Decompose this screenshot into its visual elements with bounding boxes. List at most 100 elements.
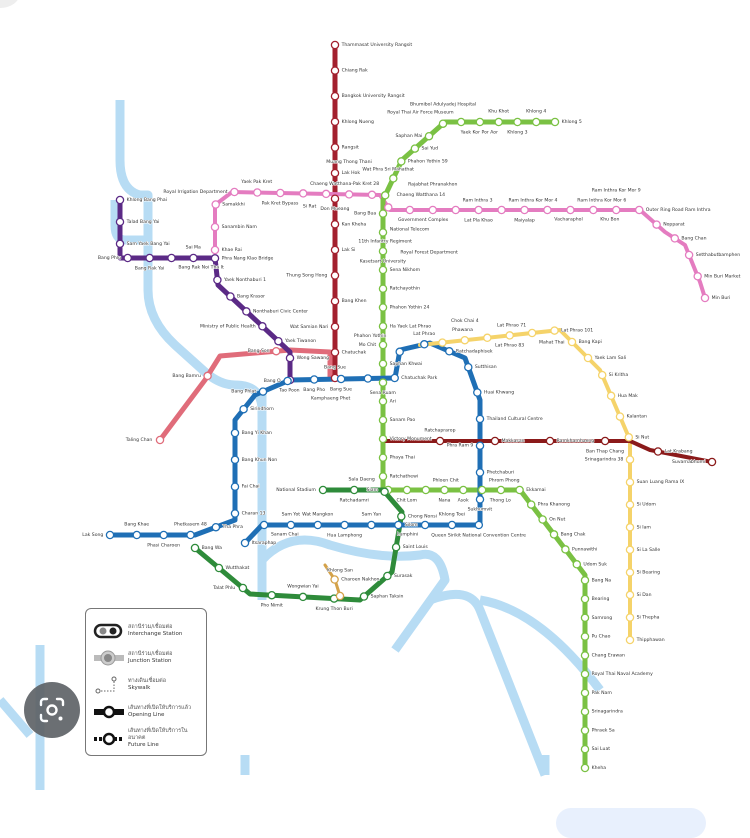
- station-marker[interactable]: [298, 592, 308, 602]
- station-marker[interactable]: [330, 348, 340, 357]
- station-marker[interactable]: [526, 500, 536, 509]
- station-marker[interactable]: [318, 485, 328, 495]
- station-marker[interactable]: [230, 428, 240, 438]
- station-marker[interactable]: [359, 592, 369, 601]
- station-marker[interactable]: [624, 433, 634, 442]
- station-marker[interactable]: [475, 495, 485, 504]
- station-marker[interactable]: [445, 347, 454, 356]
- station-marker[interactable]: [625, 523, 635, 532]
- station-marker[interactable]: [421, 485, 431, 495]
- station-marker[interactable]: [330, 168, 340, 178]
- station-marker[interactable]: [285, 353, 295, 363]
- station-marker[interactable]: [330, 575, 339, 584]
- station-marker[interactable]: [378, 359, 388, 369]
- station-marker[interactable]: [477, 485, 487, 495]
- station-marker[interactable]: [580, 763, 590, 773]
- station-marker[interactable]: [580, 744, 590, 754]
- station-marker[interactable]: [283, 376, 292, 386]
- station-marker[interactable]: [210, 222, 220, 232]
- station-marker[interactable]: [340, 520, 349, 530]
- station-marker[interactable]: [230, 482, 240, 491]
- station-marker[interactable]: [286, 520, 296, 530]
- station-marker[interactable]: [378, 303, 388, 312]
- station-marker[interactable]: [397, 157, 406, 166]
- station-marker[interactable]: [402, 485, 412, 495]
- station-marker[interactable]: [580, 613, 590, 623]
- station-marker[interactable]: [447, 520, 457, 530]
- station-marker[interactable]: [583, 353, 593, 363]
- station-marker[interactable]: [494, 117, 503, 127]
- station-marker[interactable]: [309, 375, 319, 384]
- station-marker[interactable]: [330, 322, 340, 332]
- station-marker[interactable]: [167, 253, 176, 263]
- station-marker[interactable]: [475, 117, 485, 127]
- station-marker[interactable]: [242, 307, 251, 316]
- station-marker[interactable]: [349, 485, 359, 495]
- station-marker[interactable]: [335, 591, 345, 601]
- station-marker[interactable]: [561, 545, 570, 554]
- station-marker[interactable]: [384, 203, 393, 212]
- station-marker[interactable]: [435, 436, 445, 446]
- station-marker[interactable]: [550, 326, 559, 335]
- station-marker[interactable]: [395, 347, 404, 357]
- station-marker[interactable]: [405, 205, 415, 215]
- station-marker[interactable]: [378, 397, 388, 406]
- station-marker[interactable]: [653, 447, 663, 456]
- station-marker[interactable]: [313, 520, 323, 530]
- station-marker[interactable]: [363, 374, 373, 383]
- station-marker[interactable]: [700, 293, 710, 303]
- station-marker[interactable]: [378, 340, 388, 350]
- station-marker[interactable]: [545, 436, 555, 446]
- station-marker[interactable]: [230, 455, 240, 465]
- station-marker[interactable]: [611, 205, 621, 215]
- station-marker[interactable]: [378, 434, 388, 444]
- station-marker[interactable]: [240, 538, 250, 548]
- station-marker[interactable]: [451, 205, 460, 215]
- station-marker[interactable]: [259, 520, 269, 530]
- station-marker[interactable]: [330, 143, 340, 152]
- station-marker[interactable]: [460, 335, 470, 345]
- station-marker[interactable]: [440, 485, 449, 495]
- station-marker[interactable]: [378, 209, 388, 218]
- station-marker[interactable]: [123, 253, 132, 263]
- station-marker[interactable]: [115, 195, 125, 205]
- station-marker[interactable]: [438, 338, 447, 347]
- station-marker[interactable]: [515, 485, 524, 495]
- station-marker[interactable]: [336, 374, 346, 384]
- station-marker[interactable]: [378, 453, 388, 462]
- station-marker[interactable]: [391, 542, 401, 552]
- station-marker[interactable]: [155, 435, 165, 445]
- station-marker[interactable]: [159, 530, 168, 540]
- station-marker[interactable]: [572, 560, 582, 569]
- station-marker[interactable]: [625, 613, 635, 622]
- station-marker[interactable]: [652, 220, 661, 229]
- station-marker[interactable]: [520, 205, 529, 215]
- station-marker[interactable]: [625, 500, 635, 509]
- station-marker[interactable]: [670, 234, 680, 243]
- station-marker[interactable]: [428, 205, 438, 215]
- station-marker[interactable]: [330, 40, 340, 50]
- google-lens-button[interactable]: [24, 682, 80, 738]
- station-marker[interactable]: [258, 322, 267, 331]
- station-marker[interactable]: [580, 594, 590, 604]
- station-marker[interactable]: [580, 707, 590, 716]
- station-marker[interactable]: [474, 205, 483, 215]
- station-marker[interactable]: [258, 387, 268, 396]
- station-marker[interactable]: [538, 515, 547, 524]
- station-marker[interactable]: [203, 371, 212, 381]
- station-marker[interactable]: [378, 322, 388, 331]
- station-marker[interactable]: [606, 391, 616, 401]
- station-marker[interactable]: [410, 144, 420, 153]
- station-marker[interactable]: [226, 292, 235, 301]
- station-marker[interactable]: [211, 522, 221, 532]
- station-marker[interactable]: [186, 530, 195, 540]
- station-marker[interactable]: [298, 189, 308, 198]
- station-marker[interactable]: [190, 543, 200, 553]
- station-marker[interactable]: [456, 117, 466, 127]
- station-marker[interactable]: [580, 651, 590, 660]
- station-marker[interactable]: [321, 189, 331, 199]
- station-marker[interactable]: [625, 590, 635, 600]
- station-marker[interactable]: [330, 271, 340, 280]
- station-marker[interactable]: [580, 632, 590, 641]
- station-marker[interactable]: [497, 205, 506, 215]
